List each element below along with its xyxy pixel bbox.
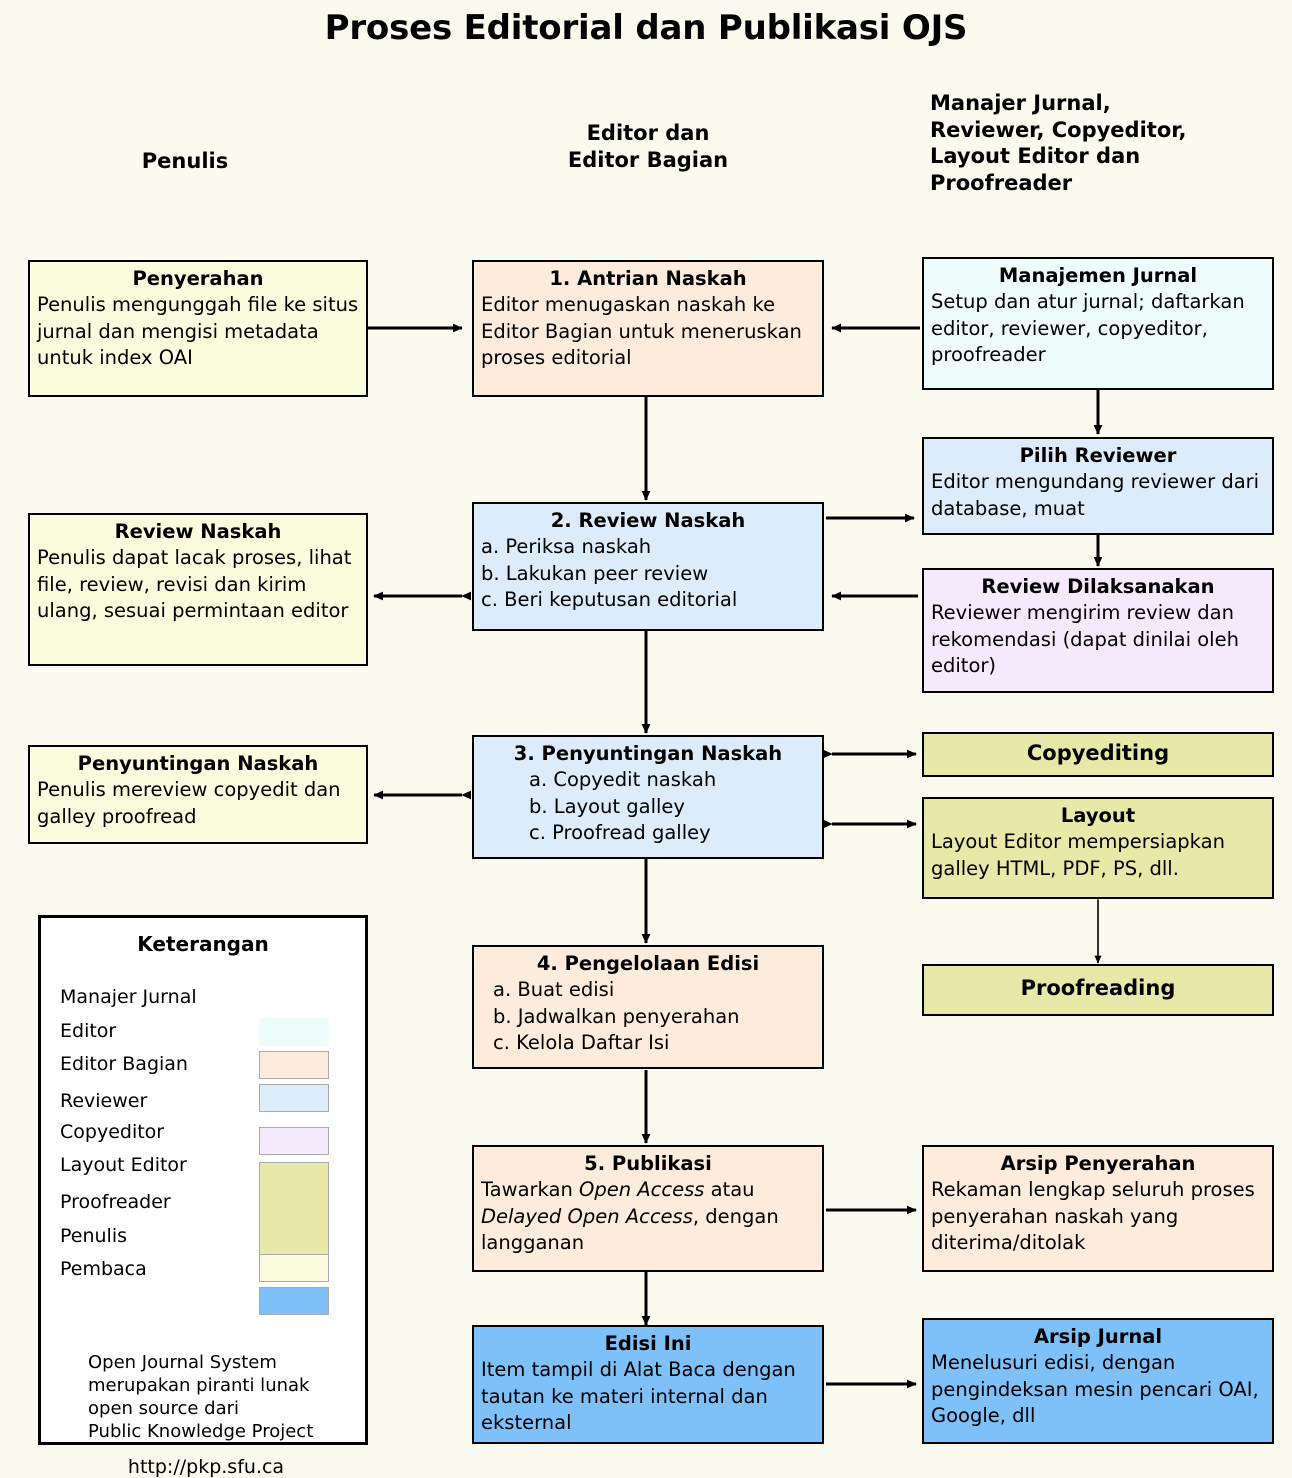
box-copyediting-title: Copyediting <box>1026 740 1170 765</box>
box-penyerahan-title: Penyerahan <box>132 267 264 290</box>
box-manajemen-jurnal[interactable]: Manajemen Jurnal Setup dan atur jurnal; … <box>922 257 1274 390</box>
box-penyuntingan-naskah-penulis-body: Penulis mereview copyedit dan galley pro… <box>37 778 341 828</box>
box-arsip-penyerahan-body: Rekaman lengkap seluruh proses penyeraha… <box>931 1178 1255 1255</box>
publikasi-text-4: dengan langganan <box>481 1204 779 1255</box>
column-header-editor: Editor dan Editor Bagian <box>472 120 824 173</box>
box-manajemen-jurnal-title: Manajemen Jurnal <box>998 264 1198 287</box>
box-penyerahan-body: Penulis mengunggah file ke situs jurnal … <box>37 293 359 370</box>
box-penyuntingan-naskah-title: 3. Penyuntingan Naskah <box>513 742 783 765</box>
legend-swatch-editor-bagian <box>259 1084 329 1112</box>
box-arsip-penyerahan-title: Arsip Penyerahan <box>1000 1152 1196 1175</box>
box-pengelolaan-edisi-title: 4. Pengelolaan Edisi <box>536 952 760 975</box>
box-review-dilaksanakan-body: Reviewer mengirim review dan rekomendasi… <box>931 601 1239 678</box>
box-layout-body: Layout Editor mempersiapkan galley HTML,… <box>931 830 1225 880</box>
legend-label-manajer-jurnal: Manajer Jurnal <box>60 986 197 1008</box>
box-penyuntingan-naskah-item-a: a. Copyedit naskah <box>529 768 717 792</box>
legend-label-editor-bagian: Editor Bagian <box>60 1053 188 1075</box>
legend-note-line1: Open Journal System <box>88 1352 277 1373</box>
box-review-naskah-item-c: c. Beri keputusan editorial <box>481 588 738 612</box>
legend-label-editor: Editor <box>60 1020 117 1042</box>
box-review-naskah-penulis-title: Review Naskah <box>114 520 282 543</box>
column-header-manajer-line3: Layout Editor dan <box>930 144 1141 169</box>
box-review-naskah-penulis-body: Penulis dapat lacak proses, lihat file, … <box>37 546 352 623</box>
box-penyerahan[interactable]: Penyerahan Penulis mengunggah file ke si… <box>28 260 368 397</box>
box-arsip-jurnal-title: Arsip Jurnal <box>1033 1325 1163 1348</box>
box-pilih-reviewer-title: Pilih Reviewer <box>1019 444 1177 467</box>
legend-label-layout-editor: Layout Editor <box>60 1154 187 1176</box>
box-edisi-ini-body: Item tampil di Alat Baca dengan tautan k… <box>481 1358 796 1435</box>
box-arsip-jurnal[interactable]: Arsip Jurnal Menelusuri edisi, dengan pe… <box>922 1318 1274 1444</box>
box-review-naskah-item-b: b. Lakukan peer review <box>481 561 709 585</box>
box-edisi-ini[interactable]: Edisi Ini Item tampil di Alat Baca denga… <box>472 1325 824 1444</box>
column-header-manajer-line1: Manajer Jurnal, <box>930 91 1111 115</box>
box-arsip-jurnal-body: Menelusuri edisi, dengan pengindeksan me… <box>931 1351 1259 1428</box>
box-review-naskah[interactable]: 2. Review Naskah a. Periksa naskah b. La… <box>472 502 824 631</box>
box-penyuntingan-naskah-penulis[interactable]: Penyuntingan Naskah Penulis mereview cop… <box>28 745 368 844</box>
legend-note-line2: merupakan piranti lunak <box>88 1375 310 1397</box>
publikasi-text-1: Tawarkan <box>481 1178 580 1202</box>
box-review-naskah-title: 2. Review Naskah <box>550 509 746 532</box>
box-review-naskah-item-a: a. Periksa naskah <box>481 535 652 559</box>
box-pilih-reviewer[interactable]: Pilih Reviewer Editor mengundang reviewe… <box>922 437 1274 535</box>
legend-swatch-penulis <box>259 1254 329 1282</box>
page-title: Proses Editorial dan Publikasi OJS <box>324 8 968 48</box>
legend-label-pembaca: Pembaca <box>60 1258 147 1280</box>
box-copyediting[interactable]: Copyediting <box>922 732 1274 777</box>
box-pengelolaan-edisi-item-c: c. Kelola Daftar Isi <box>493 1031 670 1055</box>
publikasi-em-delayed-open-access: Delayed Open Access <box>481 1204 693 1228</box>
box-pengelolaan-edisi-item-b: b. Jadwalkan penyerahan <box>493 1004 740 1028</box>
legend-panel: Keterangan Manajer Jurnal Editor Editor … <box>38 915 368 1478</box>
box-proofreading[interactable]: Proofreading <box>922 964 1274 1016</box>
column-header-manajer-line2: Reviewer, Copyeditor, <box>930 117 1187 142</box>
legend-note-line3: open source dari <box>88 1398 239 1420</box>
legend-label-penulis: Penulis <box>60 1225 128 1247</box>
box-arsip-penyerahan[interactable]: Arsip Penyerahan Rekaman lengkap seluruh… <box>922 1145 1274 1272</box>
box-proofreading-title: Proofreading <box>1020 976 1176 1001</box>
box-review-dilaksanakan[interactable]: Review Dilaksanakan Reviewer mengirim re… <box>922 568 1274 693</box>
box-antrian-naskah[interactable]: 1. Antrian Naskah Editor menugaskan nask… <box>472 260 824 397</box>
legend-swatch-manajer-jurnal <box>259 1018 329 1046</box>
box-publikasi[interactable]: 5. Publikasi Tawarkan Open Access atau D… <box>472 1145 824 1272</box>
legend-note-line4: Public Knowledge Project <box>88 1421 314 1443</box>
column-header-manajer-line4: Proofreader <box>930 170 1073 195</box>
column-header-manajer: Manajer Jurnal, Reviewer, Copyeditor, La… <box>930 90 1290 197</box>
legend-label-reviewer: Reviewer <box>60 1090 148 1112</box>
publikasi-text-2: atau <box>704 1178 755 1202</box>
box-publikasi-body: Tawarkan Open Access atau Delayed Open A… <box>481 1177 815 1256</box>
box-publikasi-title: 5. Publikasi <box>584 1152 712 1175</box>
column-header-penulis: Penulis <box>141 149 229 173</box>
legend-swatch-pembaca <box>259 1287 329 1315</box>
box-penyuntingan-naskah-item-c: c. Proofread galley <box>529 821 711 845</box>
column-header-editor-line1: Editor dan <box>586 121 710 145</box>
box-penyuntingan-naskah-penulis-title: Penyuntingan Naskah <box>77 752 319 775</box>
legend-label-copyeditor: Copyeditor <box>60 1121 165 1143</box>
column-header-editor-line2: Editor Bagian <box>567 147 729 172</box>
box-layout-title: Layout <box>1060 804 1136 827</box>
box-review-naskah-penulis[interactable]: Review Naskah Penulis dapat lacak proses… <box>28 513 368 666</box>
box-pilih-reviewer-body: Editor mengundang reviewer dari database… <box>931 470 1260 520</box>
legend-label-proofreader: Proofreader <box>60 1191 171 1213</box>
legend-swatch-editor <box>259 1051 329 1079</box>
box-penyuntingan-naskah[interactable]: 3. Penyuntingan Naskah a. Copyedit naska… <box>472 735 824 859</box>
publikasi-text-3: , <box>692 1204 700 1228</box>
box-pengelolaan-edisi[interactable]: 4. Pengelolaan Edisi a. Buat edisi b. Ja… <box>472 945 824 1069</box>
publikasi-em-open-access: Open Access <box>579 1178 705 1202</box>
box-edisi-ini-title: Edisi Ini <box>604 1332 692 1355</box>
legend-url[interactable]: http://pkp.sfu.ca <box>127 1456 285 1478</box>
box-manajemen-jurnal-body: Setup dan atur jurnal; daftarkan editor,… <box>931 290 1245 367</box>
box-antrian-naskah-title: 1. Antrian Naskah <box>549 267 747 290</box>
legend-note: Open Journal System merupakan piranti lu… <box>88 1351 313 1443</box>
legend-title: Keterangan <box>137 932 269 956</box>
legend-swatch-reviewer <box>259 1127 329 1155</box>
box-layout[interactable]: Layout Layout Editor mempersiapkan galle… <box>922 797 1274 899</box>
box-pengelolaan-edisi-item-a: a. Buat edisi <box>493 978 615 1002</box>
box-antrian-naskah-body: Editor menugaskan naskah ke Editor Bagia… <box>481 293 802 370</box>
box-penyuntingan-naskah-item-b: b. Layout galley <box>529 794 685 818</box>
box-review-dilaksanakan-title: Review Dilaksanakan <box>981 575 1215 598</box>
